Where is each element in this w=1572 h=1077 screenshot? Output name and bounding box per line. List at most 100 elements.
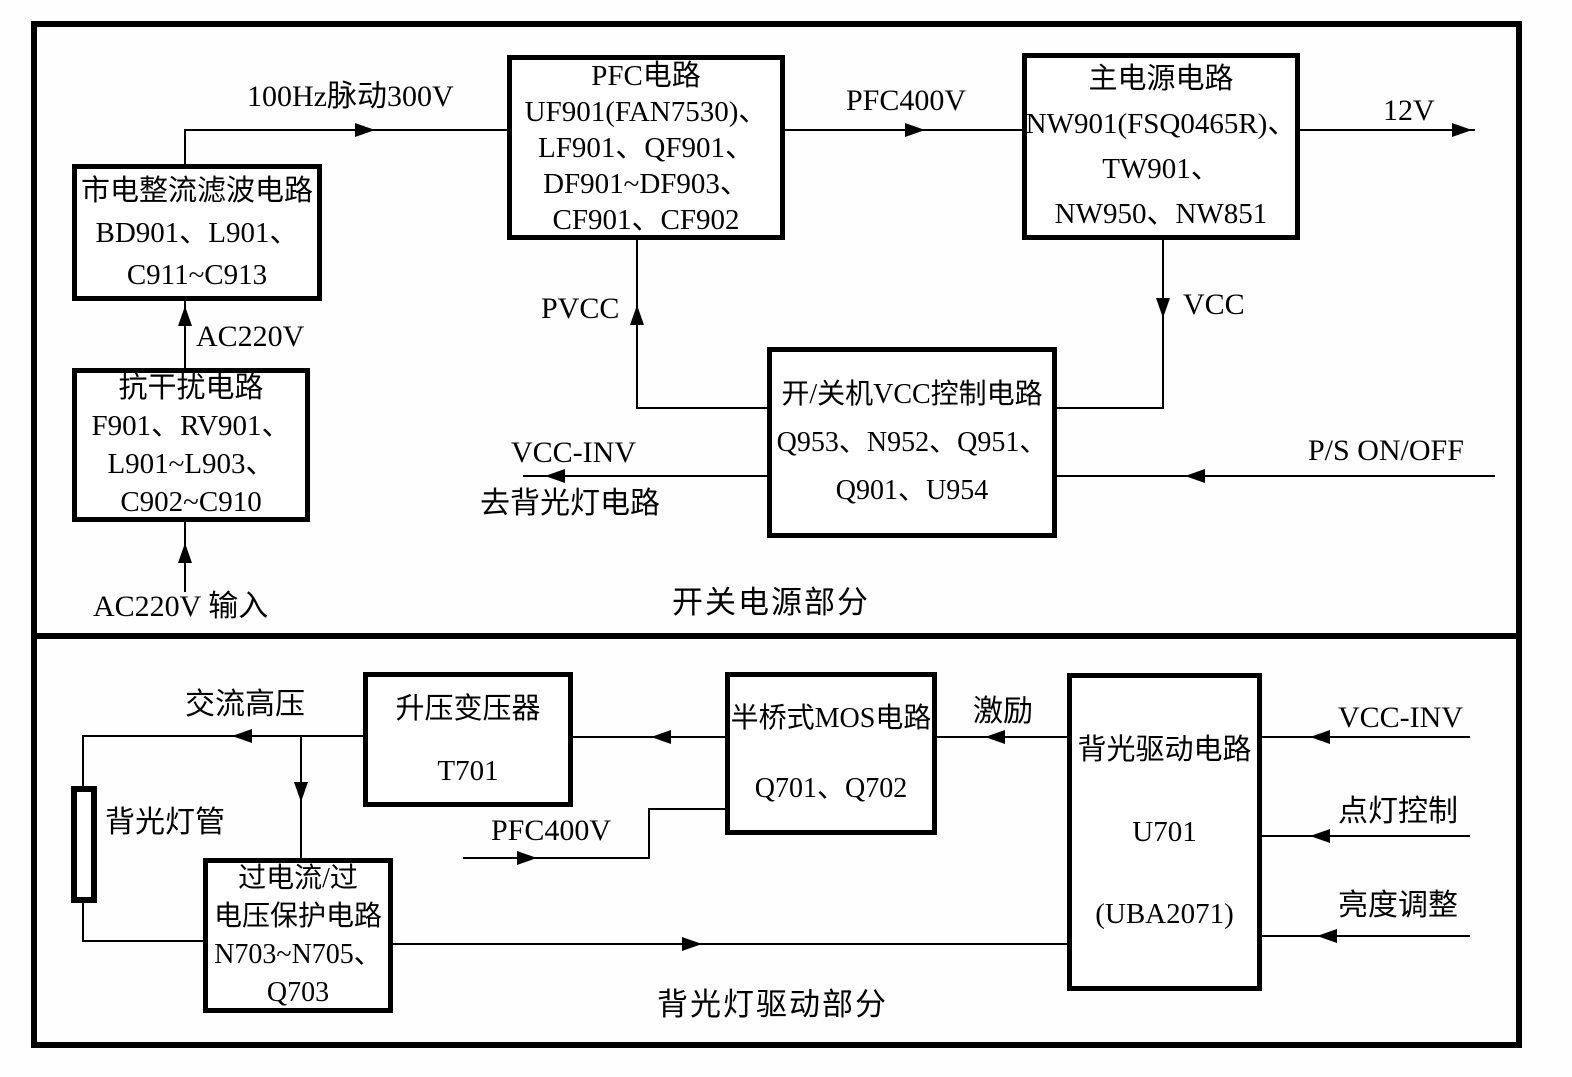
label-bottom-section: 背光灯驱动部分 [657, 987, 888, 1022]
arrowhead-down-icon [294, 782, 308, 802]
box-text-line: BD901、L901、 [95, 216, 299, 249]
arrowhead-left-icon [232, 729, 252, 743]
box-vcc-control: 开/关机VCC控制电路 Q953、N952、Q951、 Q901、U954 [767, 347, 1057, 538]
box-text-line: (UBA2071) [1095, 898, 1234, 930]
arrowhead-up-icon [178, 306, 192, 326]
label-pvcc: PVCC [541, 292, 620, 325]
arrowhead-down-icon [1156, 298, 1170, 318]
arrowhead-left-icon [651, 730, 671, 744]
label-ps-onoff: P/S ON/OFF [1308, 434, 1464, 467]
label-excitation: 激励 [973, 695, 1033, 728]
arrowhead-left-icon [1310, 730, 1330, 744]
label-backlight-lamp: 背光灯管 [105, 806, 225, 839]
wire-pfc400v-riser [648, 808, 650, 859]
arrowhead-right-icon [905, 123, 925, 137]
box-text-line: T701 [437, 754, 499, 787]
wire-ps-onoff [1057, 475, 1495, 477]
wire-vcc-inv-out [523, 475, 767, 477]
box-text-line: 过电流/过 [238, 862, 358, 894]
wire-ac-high-voltage [82, 735, 363, 737]
wire-pfc-to-main [785, 129, 1022, 131]
wire-rectifier-up [184, 129, 186, 165]
box-text-line: C911~C913 [126, 258, 268, 291]
box-text-line: Q953、N952、Q951、 [776, 426, 1048, 458]
arrowhead-up-icon [630, 305, 644, 325]
box-text-line: L901~L903、 [107, 448, 275, 480]
box-text-line: LF901、QF901、 [538, 131, 754, 164]
label-vcc-inv-out: VCC-INV [511, 436, 636, 469]
label-ac220v: AC220V [196, 320, 305, 353]
wire-pfc400v-to-mos [648, 808, 725, 810]
box-mains-rectifier-filter: 市电整流滤波电路 BD901、L901、 C911~C913 [72, 164, 322, 301]
box-text-line: Q701、Q702 [754, 772, 908, 804]
wire-lamp-bottom-h [82, 940, 203, 942]
label-ac220v-input: AC220V 输入 [93, 590, 269, 623]
box-half-bridge-mos: 半桥式MOS电路 Q701、Q702 [725, 672, 937, 835]
label-100hz-pulse-300v: 100Hz脉动300V [247, 80, 454, 113]
arrowhead-up-icon [178, 543, 192, 563]
box-text-line: N703~N705、 [214, 938, 382, 970]
wire-pvcc-horizontal [636, 407, 767, 409]
box-text-line: UF901(FAN7530)、 [524, 95, 768, 128]
box-text-line: 背光驱动电路 [1077, 734, 1252, 766]
wire-mos-to-transformer [573, 736, 725, 738]
box-main-power: 主电源电路 NW901(FSQ0465R)、 TW901、 NW950、NW851 [1022, 53, 1300, 240]
box-text-line: NW950、NW851 [1054, 197, 1268, 230]
section-divider [31, 633, 1522, 639]
label-vcc: VCC [1183, 288, 1245, 321]
wire-ac220v-mid [184, 301, 186, 368]
box-text-line: PFC电路 [591, 59, 701, 92]
wire-vcc-horizontal [1057, 407, 1164, 409]
box-text-line: DF901~DF903、 [543, 167, 749, 200]
wire-pulse300v [184, 129, 507, 131]
label-lamp-control: 点灯控制 [1338, 795, 1458, 828]
wire-lamp-control [1262, 835, 1470, 837]
box-anti-interference: 抗干扰电路 F901、RV901、 L901~L903、 C902~C910 [72, 368, 310, 522]
arrowhead-left-icon [545, 469, 565, 483]
wire-brightness [1262, 935, 1470, 937]
label-brightness: 亮度调整 [1338, 889, 1458, 922]
wire-vcc-vertical [1162, 240, 1164, 409]
wire-lamp-top [82, 735, 84, 786]
outer-frame [31, 21, 1522, 1048]
box-text-line: 主电源电路 [1088, 62, 1234, 95]
label-vcc-inv-in: VCC-INV [1338, 701, 1463, 734]
backlight-lamp-symbol [71, 786, 97, 903]
arrowhead-right-icon [517, 851, 537, 865]
box-text-line: Q703 [266, 976, 330, 1008]
arrowhead-left-icon [1310, 829, 1330, 843]
arrowhead-right-icon [682, 937, 702, 951]
arrowhead-right-icon [1452, 123, 1472, 137]
label-to-backlight-circuit: 去背光灯电路 [480, 487, 660, 520]
label-top-section: 开关电源部分 [672, 585, 870, 620]
box-text-line: 开/关机VCC控制电路 [781, 378, 1043, 410]
box-text-line: 市电整流滤波电路 [80, 174, 313, 207]
box-text-line: NW901(FSQ0465R)、 [1025, 107, 1297, 140]
box-stepup-transformer: 升压变压器 T701 [363, 672, 573, 807]
box-text-line: 半桥式MOS电路 [730, 702, 932, 734]
wire-12v-out [1300, 129, 1475, 131]
label-pfc400v-top: PFC400V [846, 84, 967, 117]
wire-vcc-inv-in [1262, 736, 1470, 738]
label-ac-high-voltage: 交流高压 [185, 688, 305, 721]
box-text-line: C902~C910 [120, 486, 262, 518]
box-text-line: TW901、 [1102, 152, 1220, 185]
label-12v: 12V [1383, 94, 1435, 127]
box-text-line: Q901、U954 [835, 474, 989, 506]
box-text-line: 抗干扰电路 [118, 372, 264, 404]
arrowhead-left-icon [1185, 469, 1205, 483]
box-backlight-driver: 背光驱动电路 U701 (UBA2071) [1067, 673, 1262, 991]
box-text-line: 升压变压器 [395, 692, 541, 725]
wire-lamp-bottom-v [82, 903, 84, 942]
arrowhead-right-icon [355, 123, 375, 137]
wire-pfc400v-stub [463, 857, 650, 859]
wire-protection-to-driver [393, 943, 1067, 945]
label-pfc400v-bottom: PFC400V [491, 814, 612, 847]
arrowhead-left-icon [1317, 929, 1337, 943]
box-text-line: U701 [1132, 816, 1197, 848]
box-text-line: F901、RV901、 [91, 410, 291, 442]
box-text-line: CF901、CF902 [552, 203, 740, 236]
